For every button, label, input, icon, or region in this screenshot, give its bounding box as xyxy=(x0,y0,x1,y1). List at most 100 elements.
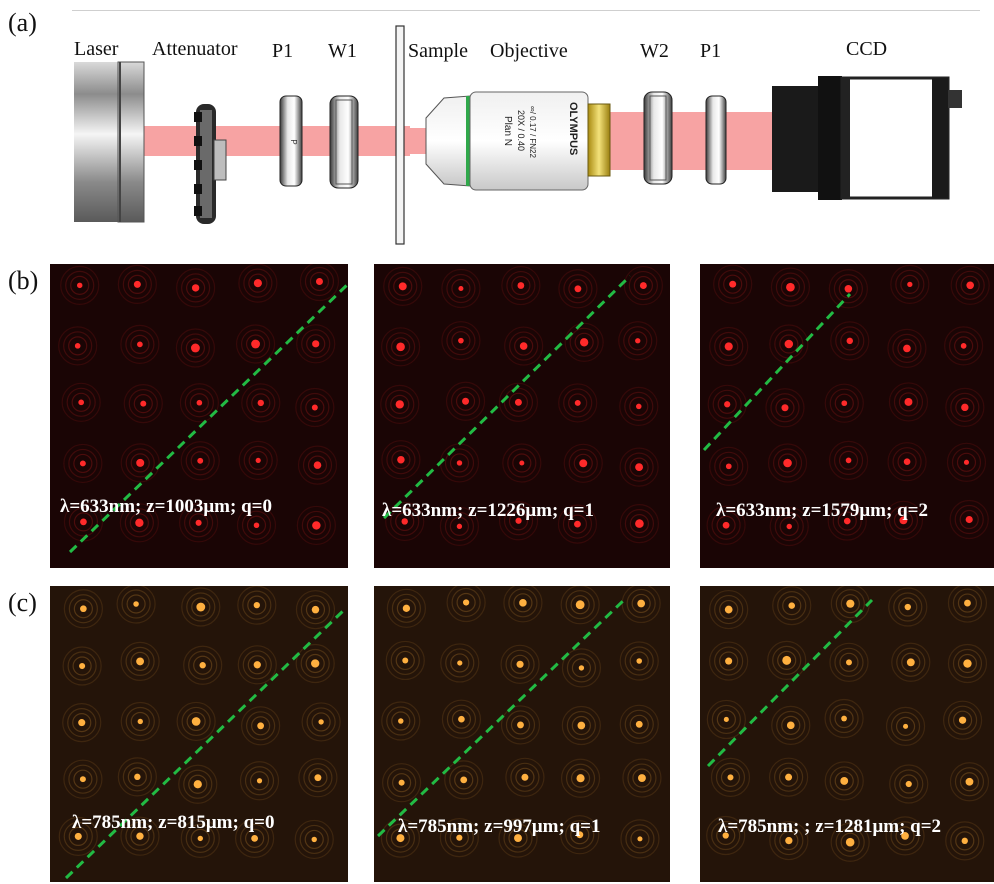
speckle-spot xyxy=(907,281,913,288)
speckle-ring xyxy=(714,594,744,625)
speckle-spot xyxy=(903,344,911,353)
speckle-ring xyxy=(709,589,749,630)
speckle-ring xyxy=(71,392,91,412)
speckle-ring xyxy=(449,828,469,848)
speckle-ring xyxy=(72,656,92,676)
speckle-ring xyxy=(454,770,474,790)
speckle-ring xyxy=(191,597,211,617)
speckle-ring xyxy=(117,757,157,797)
speckle-spot xyxy=(318,719,324,725)
diagonal-dashed-line xyxy=(64,608,346,880)
speckle-ring xyxy=(840,331,860,351)
speckle-ring xyxy=(122,762,152,792)
speckle-spot xyxy=(136,657,145,666)
speckle-ring xyxy=(390,645,420,676)
caption-b-q1: λ=633nm; z=1226μm; q=1 xyxy=(382,500,594,521)
speckle-ring xyxy=(956,452,977,472)
speckle-spot xyxy=(137,341,143,348)
speckle-ring xyxy=(717,394,737,414)
speckle-spot xyxy=(199,662,206,669)
speckle-ring xyxy=(390,394,410,414)
speckle-spot xyxy=(519,460,525,466)
speckle-ring xyxy=(834,708,854,729)
speckle-ring xyxy=(890,264,930,304)
speckle-ring xyxy=(567,514,588,534)
label-ccd: CCD xyxy=(846,38,888,60)
speckle-ring xyxy=(824,761,864,801)
speckle-ring xyxy=(444,448,475,478)
ccd-camera-icon xyxy=(772,76,962,200)
speckle-ring xyxy=(451,331,471,351)
speckle-spot xyxy=(785,836,793,845)
speckle-ring xyxy=(625,824,655,854)
speckle-ring xyxy=(450,653,470,673)
speckle-ring xyxy=(775,398,795,418)
speckle-ring xyxy=(779,334,799,354)
speckle-spot xyxy=(79,662,86,670)
speckle-ring xyxy=(957,593,978,613)
speckle-ring xyxy=(386,445,416,475)
speckle-ring xyxy=(238,264,278,303)
speckle-ring xyxy=(441,321,481,361)
speckle-ring xyxy=(951,447,982,477)
speckle-spot xyxy=(843,517,851,525)
speckle-ring xyxy=(127,767,147,787)
speckle-ring xyxy=(952,588,983,618)
speckle-ring xyxy=(950,392,980,422)
label-p1-left: P1 xyxy=(272,40,294,62)
speckle-spot xyxy=(137,718,143,725)
polarizer-p1-left-icon: P xyxy=(279,95,303,187)
speckle-ring xyxy=(624,709,654,739)
speckle-ring xyxy=(439,818,479,858)
speckle-spot xyxy=(782,655,792,665)
speckle-field xyxy=(700,264,994,568)
speckle-ring xyxy=(451,587,481,618)
speckle-ring xyxy=(830,321,870,361)
speckle-ring xyxy=(133,394,153,414)
speckle-ring xyxy=(627,763,657,793)
speckle-ring xyxy=(301,702,341,742)
speckle-spot xyxy=(311,659,320,668)
speckle-ring xyxy=(73,769,93,789)
speckle-spot xyxy=(846,599,855,608)
beam-segment-3 xyxy=(600,112,778,170)
speckle-ring xyxy=(772,448,803,478)
speckle-ring xyxy=(955,270,985,300)
speckle-spot xyxy=(195,519,202,526)
speckle-spot xyxy=(844,285,853,293)
speckle-ring xyxy=(298,758,338,798)
speckle-ring xyxy=(123,384,163,424)
speckle-ring xyxy=(391,711,411,731)
speckle-ring xyxy=(888,382,929,422)
speckle-ring xyxy=(782,596,802,616)
speckle-spot xyxy=(134,773,141,781)
speckle-ring xyxy=(181,273,211,303)
speckle-spot xyxy=(904,603,911,611)
speckle-ring xyxy=(296,324,336,364)
speckle-ring xyxy=(568,279,588,299)
speckle-ring xyxy=(563,443,603,483)
speckle-ring xyxy=(68,448,98,479)
speckle-ring xyxy=(180,818,220,859)
speckle-ring xyxy=(305,600,326,620)
speckle-spot xyxy=(846,337,854,345)
speckle-background xyxy=(50,586,348,882)
speckle-spot xyxy=(140,400,147,407)
speckle-ring xyxy=(130,826,150,846)
speckle-spot xyxy=(133,601,139,607)
speckle-ring xyxy=(236,505,277,545)
speckle-ring xyxy=(957,653,978,674)
speckle-ring xyxy=(619,386,659,427)
speckle-ring xyxy=(781,715,801,735)
speckle-ring xyxy=(183,645,223,685)
speckle-ring xyxy=(241,706,281,746)
speckle-ring xyxy=(827,501,867,541)
speckle-spot xyxy=(725,463,732,470)
speckle-ring xyxy=(176,701,216,742)
speckle-ring xyxy=(835,827,865,857)
speckle-spot xyxy=(519,342,528,350)
speckle-ring xyxy=(619,504,660,544)
speckle-ring xyxy=(835,326,865,356)
speckle-ring xyxy=(507,448,537,478)
speckle-ring xyxy=(885,816,925,856)
